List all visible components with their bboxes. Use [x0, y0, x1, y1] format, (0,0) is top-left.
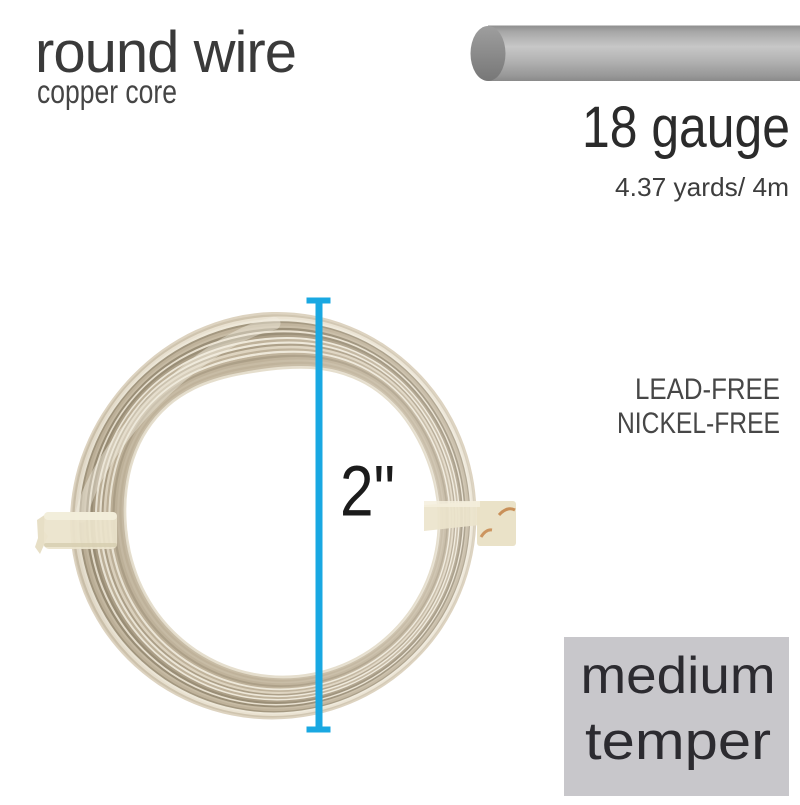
svg-text:NICKEL-FREE: NICKEL-FREE — [617, 407, 780, 440]
svg-text:2": 2" — [340, 453, 395, 532]
svg-text:4.37 yards/ 4m: 4.37 yards/ 4m — [615, 172, 789, 202]
svg-text:temper: temper — [585, 712, 771, 771]
svg-text:copper core: copper core — [37, 73, 177, 110]
svg-text:medium: medium — [581, 647, 776, 705]
svg-text:round wire: round wire — [35, 20, 297, 85]
svg-text:18 gauge: 18 gauge — [582, 95, 790, 160]
svg-text:LEAD-FREE: LEAD-FREE — [635, 373, 780, 406]
